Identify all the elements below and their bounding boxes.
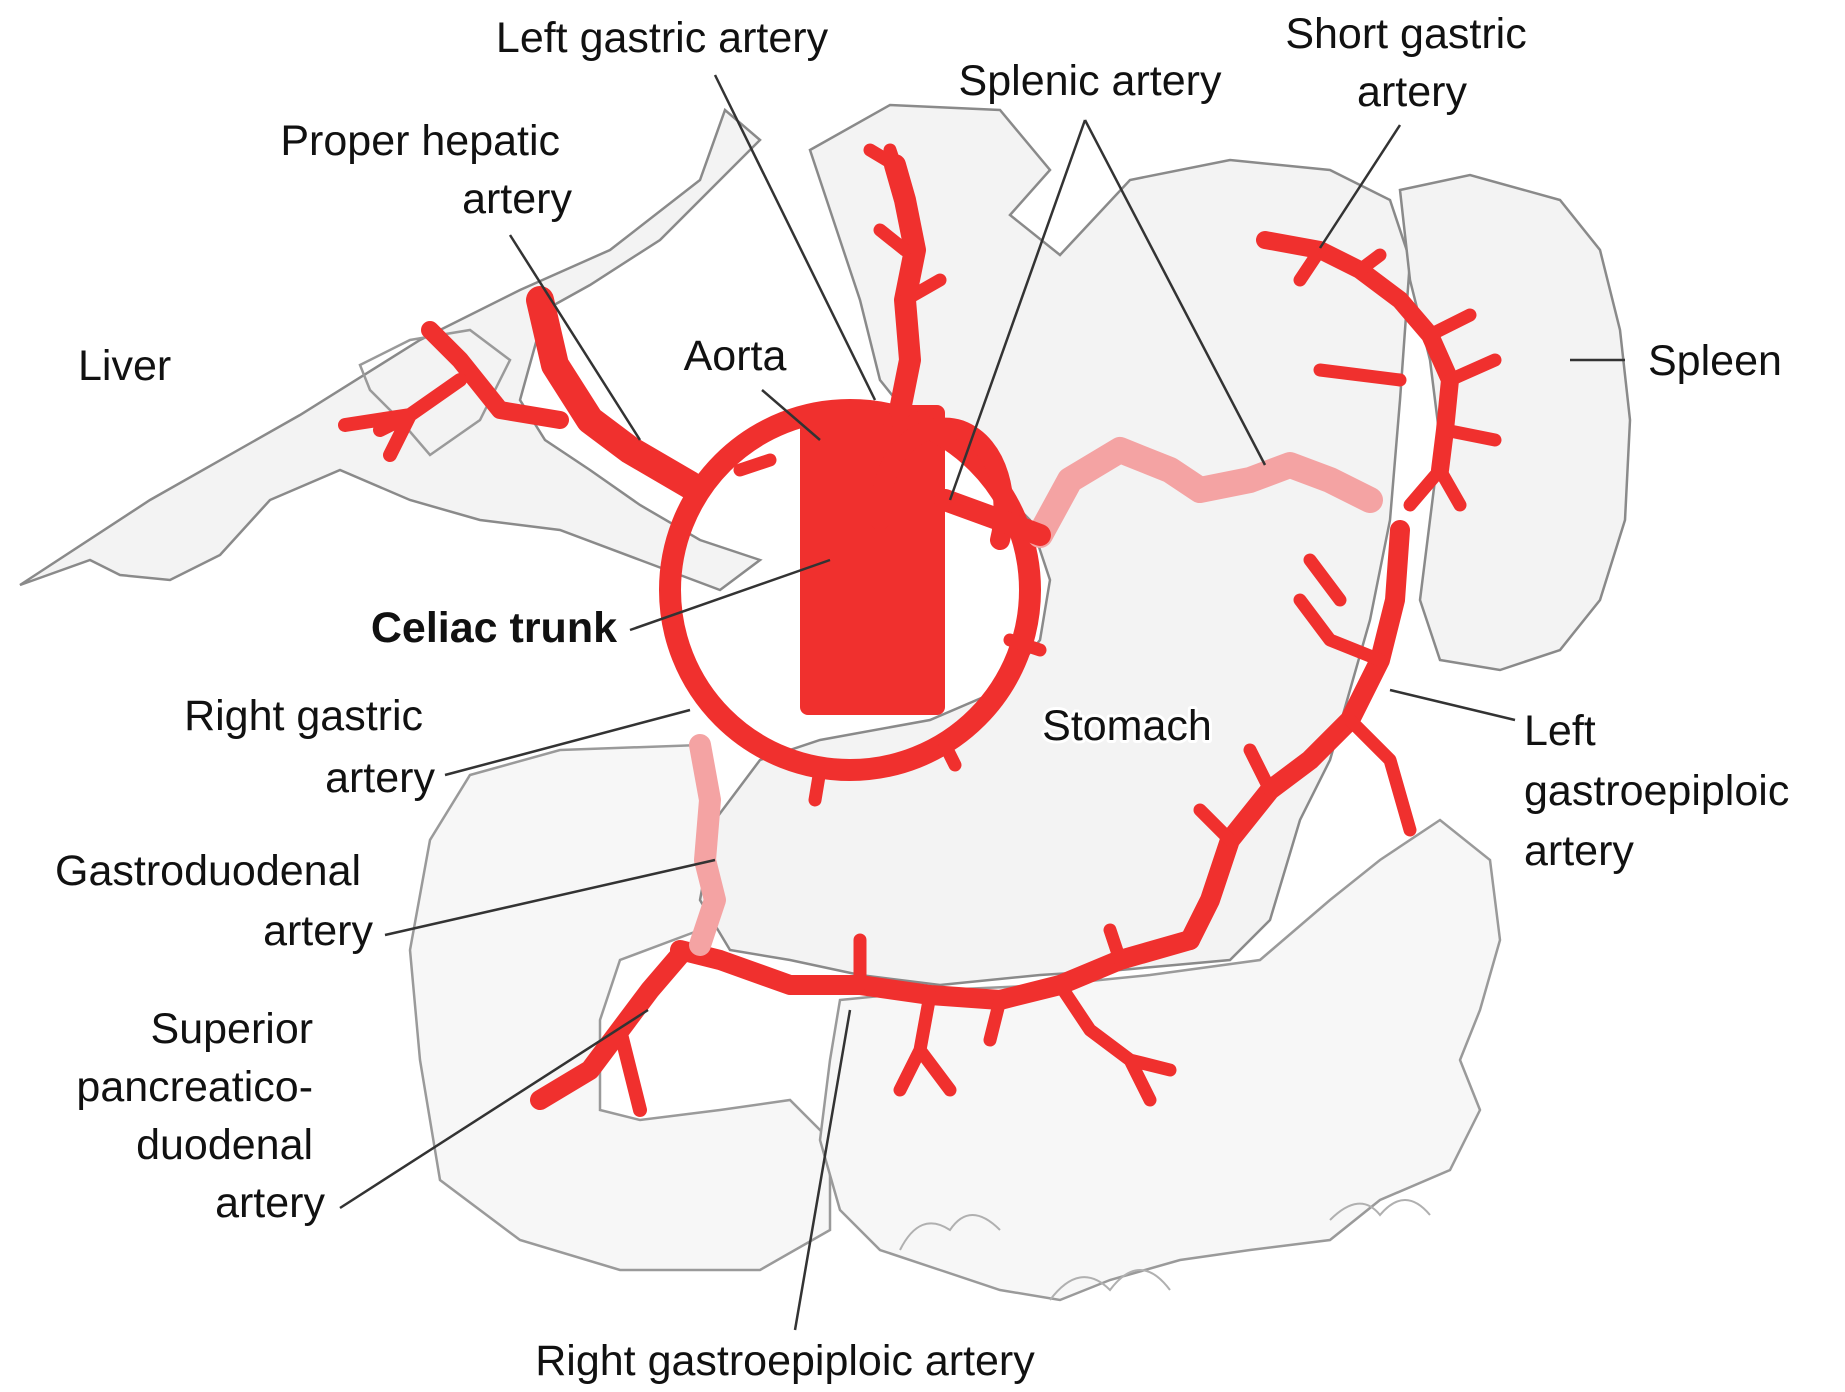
label-left-gastroepiploic-artery: Left gastroepiploic artery <box>1524 707 1801 875</box>
label-liver: Liver <box>78 342 171 390</box>
label-spleen: Spleen <box>1648 337 1782 385</box>
label-superior-pancreaticoduodenal-artery: Superior pancreatico- duodenal artery <box>76 1005 325 1227</box>
left-gastric-ascending <box>895 165 915 410</box>
label-celiac-trunk: Celiac trunk <box>371 604 617 652</box>
superior-pancreaticoduodenal-branch <box>620 1030 640 1110</box>
label-left-gastric-artery: Left gastric artery <box>496 14 829 62</box>
label-right-gastric-artery: Right gastric artery <box>184 692 435 802</box>
gastroduodenal-artery-faded <box>700 745 715 945</box>
label-gastroduodenal-artery: Gastroduodenal artery <box>55 847 373 955</box>
label-stomach: Stomach <box>1042 702 1212 750</box>
leader-left-gastroepiploic <box>1390 690 1515 720</box>
spleen-shape <box>1400 175 1630 670</box>
aorta-vessel <box>800 405 945 715</box>
label-right-gastroepiploic-artery: Right gastroepiploic artery <box>535 1337 1035 1385</box>
label-proper-hepatic-artery: Proper hepatic artery <box>280 117 572 223</box>
label-splenic-artery: Splenic artery <box>959 57 1222 105</box>
label-aorta: Aorta <box>684 332 787 380</box>
label-short-gastric-artery: Short gastric artery <box>1285 10 1538 116</box>
